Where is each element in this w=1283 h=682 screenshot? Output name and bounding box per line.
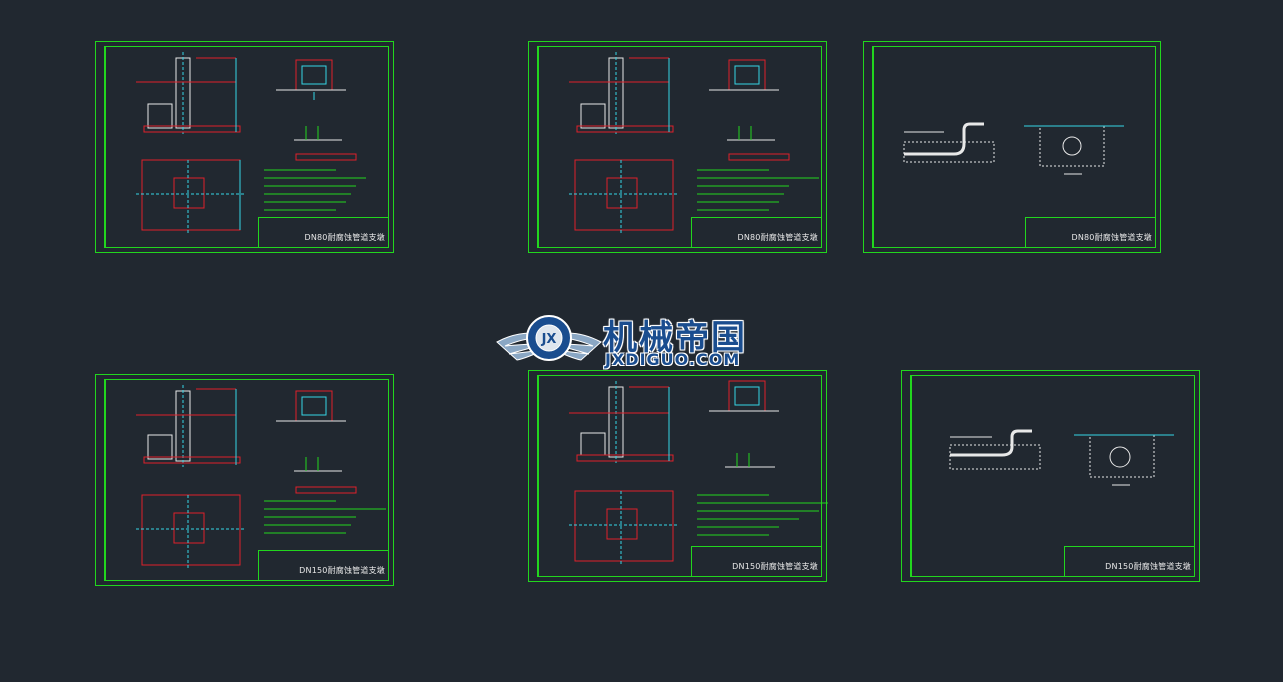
gear-wings-icon: JX xyxy=(496,315,602,361)
drawing-sheet-1[interactable]: DN80耐腐蚀管道支墩 xyxy=(95,41,394,253)
title-block xyxy=(1025,217,1156,248)
sheet-border xyxy=(538,46,822,248)
watermark-logo: JX 机械帝国 JXDIGUO.COM xyxy=(493,306,793,374)
pipe-detail-drawing xyxy=(903,122,1124,175)
sheet-title: DN150耐腐蚀管道支墩 xyxy=(299,566,385,575)
pier-drawing xyxy=(569,380,828,565)
binding-strip xyxy=(903,375,911,577)
pipe-detail-drawing xyxy=(949,429,1174,486)
svg-text:JX: JX xyxy=(541,332,557,347)
drawing-sheet-4[interactable]: DN150耐腐蚀管道支墩 xyxy=(95,374,394,586)
sheet-title: DN80耐腐蚀管道支墩 xyxy=(737,233,818,242)
logo-domain-text: JXDIGUO.COM xyxy=(605,350,741,369)
binding-strip xyxy=(530,375,538,577)
title-block xyxy=(258,217,389,248)
sheet-border xyxy=(538,375,822,577)
sheet-border xyxy=(911,375,1195,577)
pier-drawing xyxy=(136,385,386,569)
binding-strip xyxy=(97,46,105,248)
sheet-title: DN150耐腐蚀管道支墩 xyxy=(1105,562,1191,571)
sheet-border xyxy=(105,379,389,581)
sheet-border xyxy=(873,46,1156,248)
pier-drawing xyxy=(136,52,366,234)
drawing-sheet-3[interactable]: DN80耐腐蚀管道支墩 xyxy=(863,41,1161,253)
title-block xyxy=(691,546,822,577)
title-block xyxy=(1064,546,1195,577)
binding-strip xyxy=(865,46,873,248)
title-block xyxy=(691,217,822,248)
sheet-border xyxy=(105,46,389,248)
sheet-title: DN80耐腐蚀管道支墩 xyxy=(304,233,385,242)
drawing-sheet-5[interactable]: DN150耐腐蚀管道支墩 xyxy=(528,370,828,582)
sheet-title: DN80耐腐蚀管道支墩 xyxy=(1071,233,1152,242)
logo-chinese-text: 机械帝国 xyxy=(603,318,747,358)
pier-drawing xyxy=(569,52,819,234)
drawing-sheet-6[interactable]: DN150耐腐蚀管道支墩 xyxy=(901,370,1200,582)
title-block xyxy=(258,550,389,581)
binding-strip xyxy=(97,379,105,581)
sheet-title: DN150耐腐蚀管道支墩 xyxy=(732,562,818,571)
drawing-sheet-2[interactable]: DN80耐腐蚀管道支墩 xyxy=(528,41,827,253)
binding-strip xyxy=(530,46,538,248)
